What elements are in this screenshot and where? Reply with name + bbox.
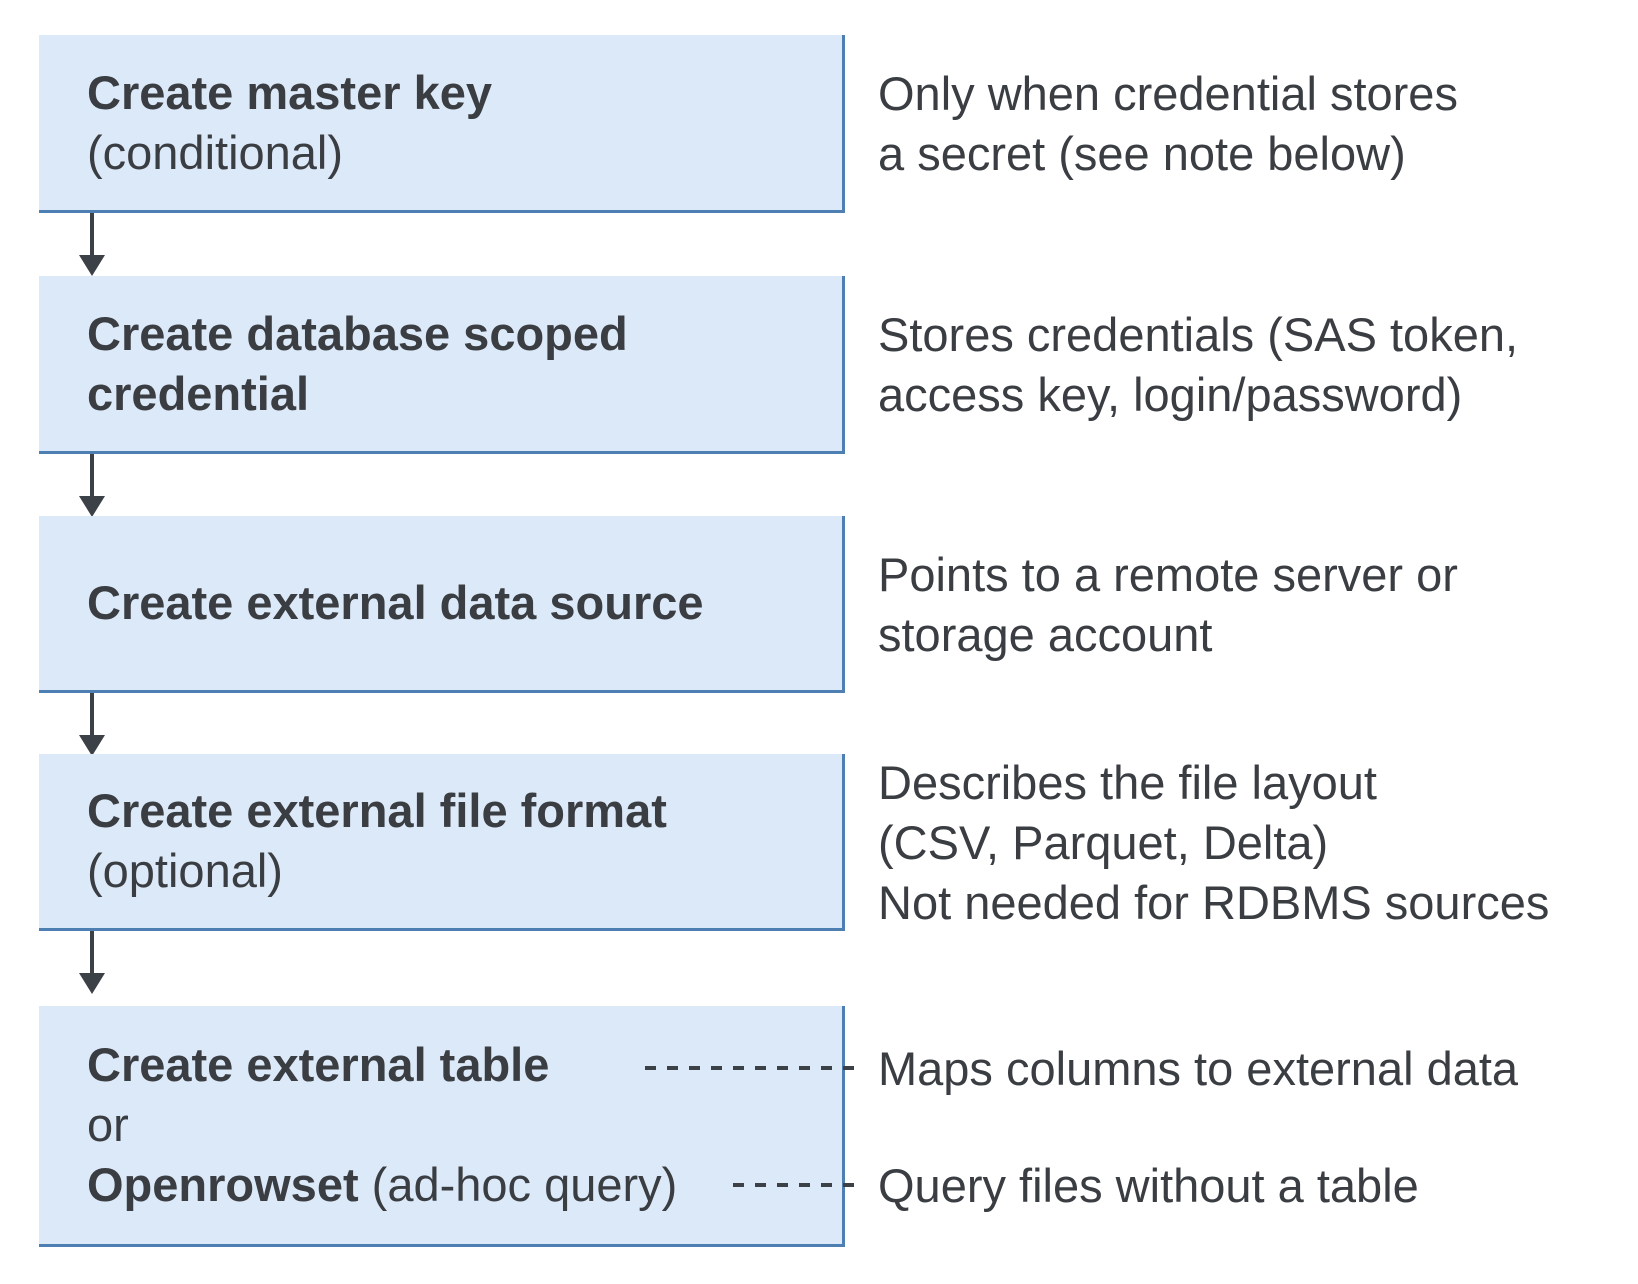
step-box-scoped-credential: Create database scoped credential [39,276,845,454]
step-title: Create database scoped [87,306,628,360]
step-title-openrowset: Openrowset (ad-hoc query) [87,1155,842,1215]
openrowset-label: Openrowset [87,1158,359,1211]
note-data-source: Points to a remote server or storage acc… [878,516,1618,693]
note-line: Points to a remote server or [878,547,1458,601]
step-title-line2: credential [87,366,310,420]
note-line: (CSV, Parquet, Delta) [878,815,1329,869]
dashed-connector-openrowset [733,1183,863,1187]
arrow-down-icon [79,496,105,517]
note-line: Describes the file layout [878,755,1377,809]
step-box-data-source: Create external data source [39,516,845,693]
note-line: access key, login/password) [878,368,1463,421]
note-scoped-credential: Stores credentials (SAS token, access ke… [878,276,1618,454]
arrow-down-icon [79,255,105,276]
note-file-format: Describes the file layout (CSV, Parquet,… [878,754,1618,931]
note-line: Stores credentials (SAS token, [878,308,1519,361]
step-title: Create external table [87,1038,550,1091]
arrow-down-icon [79,735,105,756]
arrow-stem [90,693,94,735]
note-master-key: Only when credential stores a secret (se… [878,35,1618,213]
step-title: Create external file format [87,784,667,837]
step-or-label: or [87,1098,129,1151]
step-subtitle: (optional) [87,844,283,897]
step-box-master-key: Create master key (conditional) [39,35,845,213]
step-box-external-table: Create external table or Openrowset (ad-… [39,1006,845,1247]
note-external-table: Maps columns to external data [878,1042,1519,1095]
dashed-connector-external-table [645,1066,863,1070]
note-line: Not needed for RDBMS sources [878,875,1550,929]
note-line: Only when credential stores [878,67,1458,120]
step-subtitle: (conditional) [87,125,344,179]
arrow-stem [90,931,94,973]
arrow-stem [90,454,94,496]
arrow-down-icon [79,973,105,994]
step-title: Create external data source [87,576,704,629]
openrowset-suffix: (ad-hoc query) [358,1158,678,1211]
note-line: a secret (see note below) [878,127,1406,180]
note-line: storage account [878,607,1213,661]
step-box-file-format: Create external file format (optional) [39,754,845,931]
note-openrowset: Query files without a table [878,1159,1419,1212]
arrow-stem [90,213,94,255]
step-title: Create master key [87,65,492,119]
